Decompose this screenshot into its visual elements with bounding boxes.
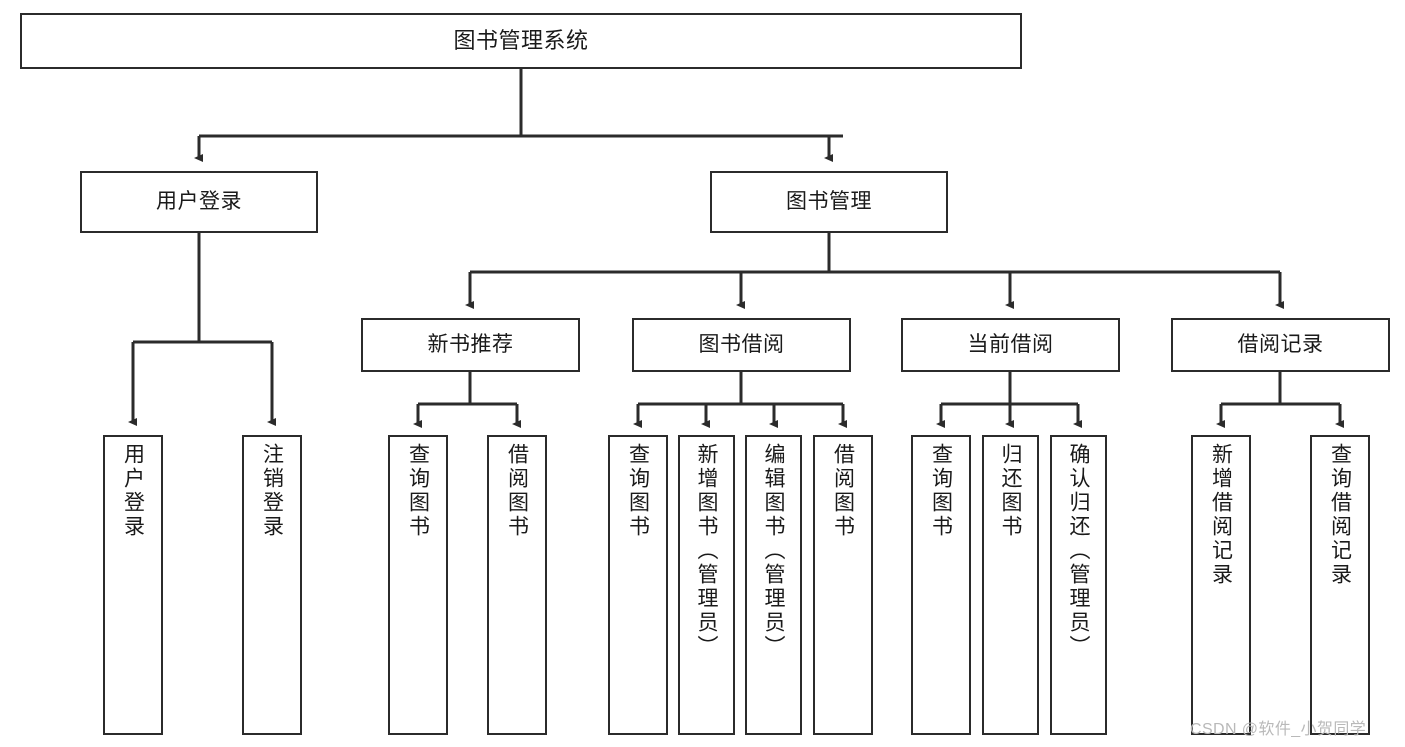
node-book-borrow-label: 图书借阅 xyxy=(698,332,785,356)
node-book-manage-label: 图书管理 xyxy=(786,189,872,213)
node-leaf-add-borrow-record[interactable]: 新增借阅记录 xyxy=(1191,435,1251,735)
node-leaf-borrow-book-1-label: 借阅图书 xyxy=(505,443,529,539)
node-borrow-record[interactable]: 借阅记录 xyxy=(1171,318,1390,372)
node-user-login[interactable]: 用户登录 xyxy=(80,171,318,233)
node-leaf-user-logout-label: 注销登录 xyxy=(260,443,284,539)
node-borrow-record-label: 借阅记录 xyxy=(1237,332,1324,356)
node-leaf-user-login[interactable]: 用户登录 xyxy=(103,435,163,735)
node-leaf-borrow-book-2[interactable]: 借阅图书 xyxy=(813,435,873,735)
node-root[interactable]: 图书管理系统 xyxy=(20,13,1022,69)
node-leaf-add-book-admin-label: 新增图书（管理员） xyxy=(695,443,718,659)
node-leaf-query-book-2[interactable]: 查询图书 xyxy=(608,435,668,735)
node-new-book-rec-label: 新书推荐 xyxy=(427,332,514,356)
node-user-login-label: 用户登录 xyxy=(156,189,242,213)
csdn-watermark: CSDN @软件_小贺同学 xyxy=(1190,721,1367,738)
node-leaf-query-book-1-label: 查询图书 xyxy=(406,443,430,539)
node-leaf-confirm-return-admin-label: 确认归还（管理员） xyxy=(1067,443,1090,659)
node-leaf-user-logout[interactable]: 注销登录 xyxy=(242,435,302,735)
node-leaf-return-book-label: 归还图书 xyxy=(999,443,1022,539)
node-leaf-confirm-return-admin[interactable]: 确认归还（管理员） xyxy=(1050,435,1107,735)
node-leaf-edit-book-admin[interactable]: 编辑图书（管理员） xyxy=(745,435,802,735)
node-leaf-query-book-3-label: 查询图书 xyxy=(929,443,953,539)
node-leaf-borrow-book-1[interactable]: 借阅图书 xyxy=(487,435,547,735)
node-current-borrow[interactable]: 当前借阅 xyxy=(901,318,1120,372)
node-leaf-add-borrow-record-label: 新增借阅记录 xyxy=(1209,443,1233,587)
node-leaf-query-book-3[interactable]: 查询图书 xyxy=(911,435,971,735)
node-current-borrow-label: 当前借阅 xyxy=(967,332,1054,356)
node-leaf-query-borrow-record-label: 查询借阅记录 xyxy=(1328,443,1352,587)
node-leaf-borrow-book-2-label: 借阅图书 xyxy=(831,443,855,539)
node-leaf-add-book-admin[interactable]: 新增图书（管理员） xyxy=(678,435,735,735)
node-leaf-return-book[interactable]: 归还图书 xyxy=(982,435,1039,735)
node-book-borrow[interactable]: 图书借阅 xyxy=(632,318,851,372)
node-root-label: 图书管理系统 xyxy=(453,28,589,54)
node-leaf-user-login-label: 用户登录 xyxy=(121,443,145,539)
node-leaf-query-borrow-record[interactable]: 查询借阅记录 xyxy=(1310,435,1370,735)
node-leaf-edit-book-admin-label: 编辑图书（管理员） xyxy=(762,443,785,659)
node-leaf-query-book-1[interactable]: 查询图书 xyxy=(388,435,448,735)
node-new-book-rec[interactable]: 新书推荐 xyxy=(361,318,580,372)
node-leaf-query-book-2-label: 查询图书 xyxy=(626,443,650,539)
node-book-manage[interactable]: 图书管理 xyxy=(710,171,948,233)
